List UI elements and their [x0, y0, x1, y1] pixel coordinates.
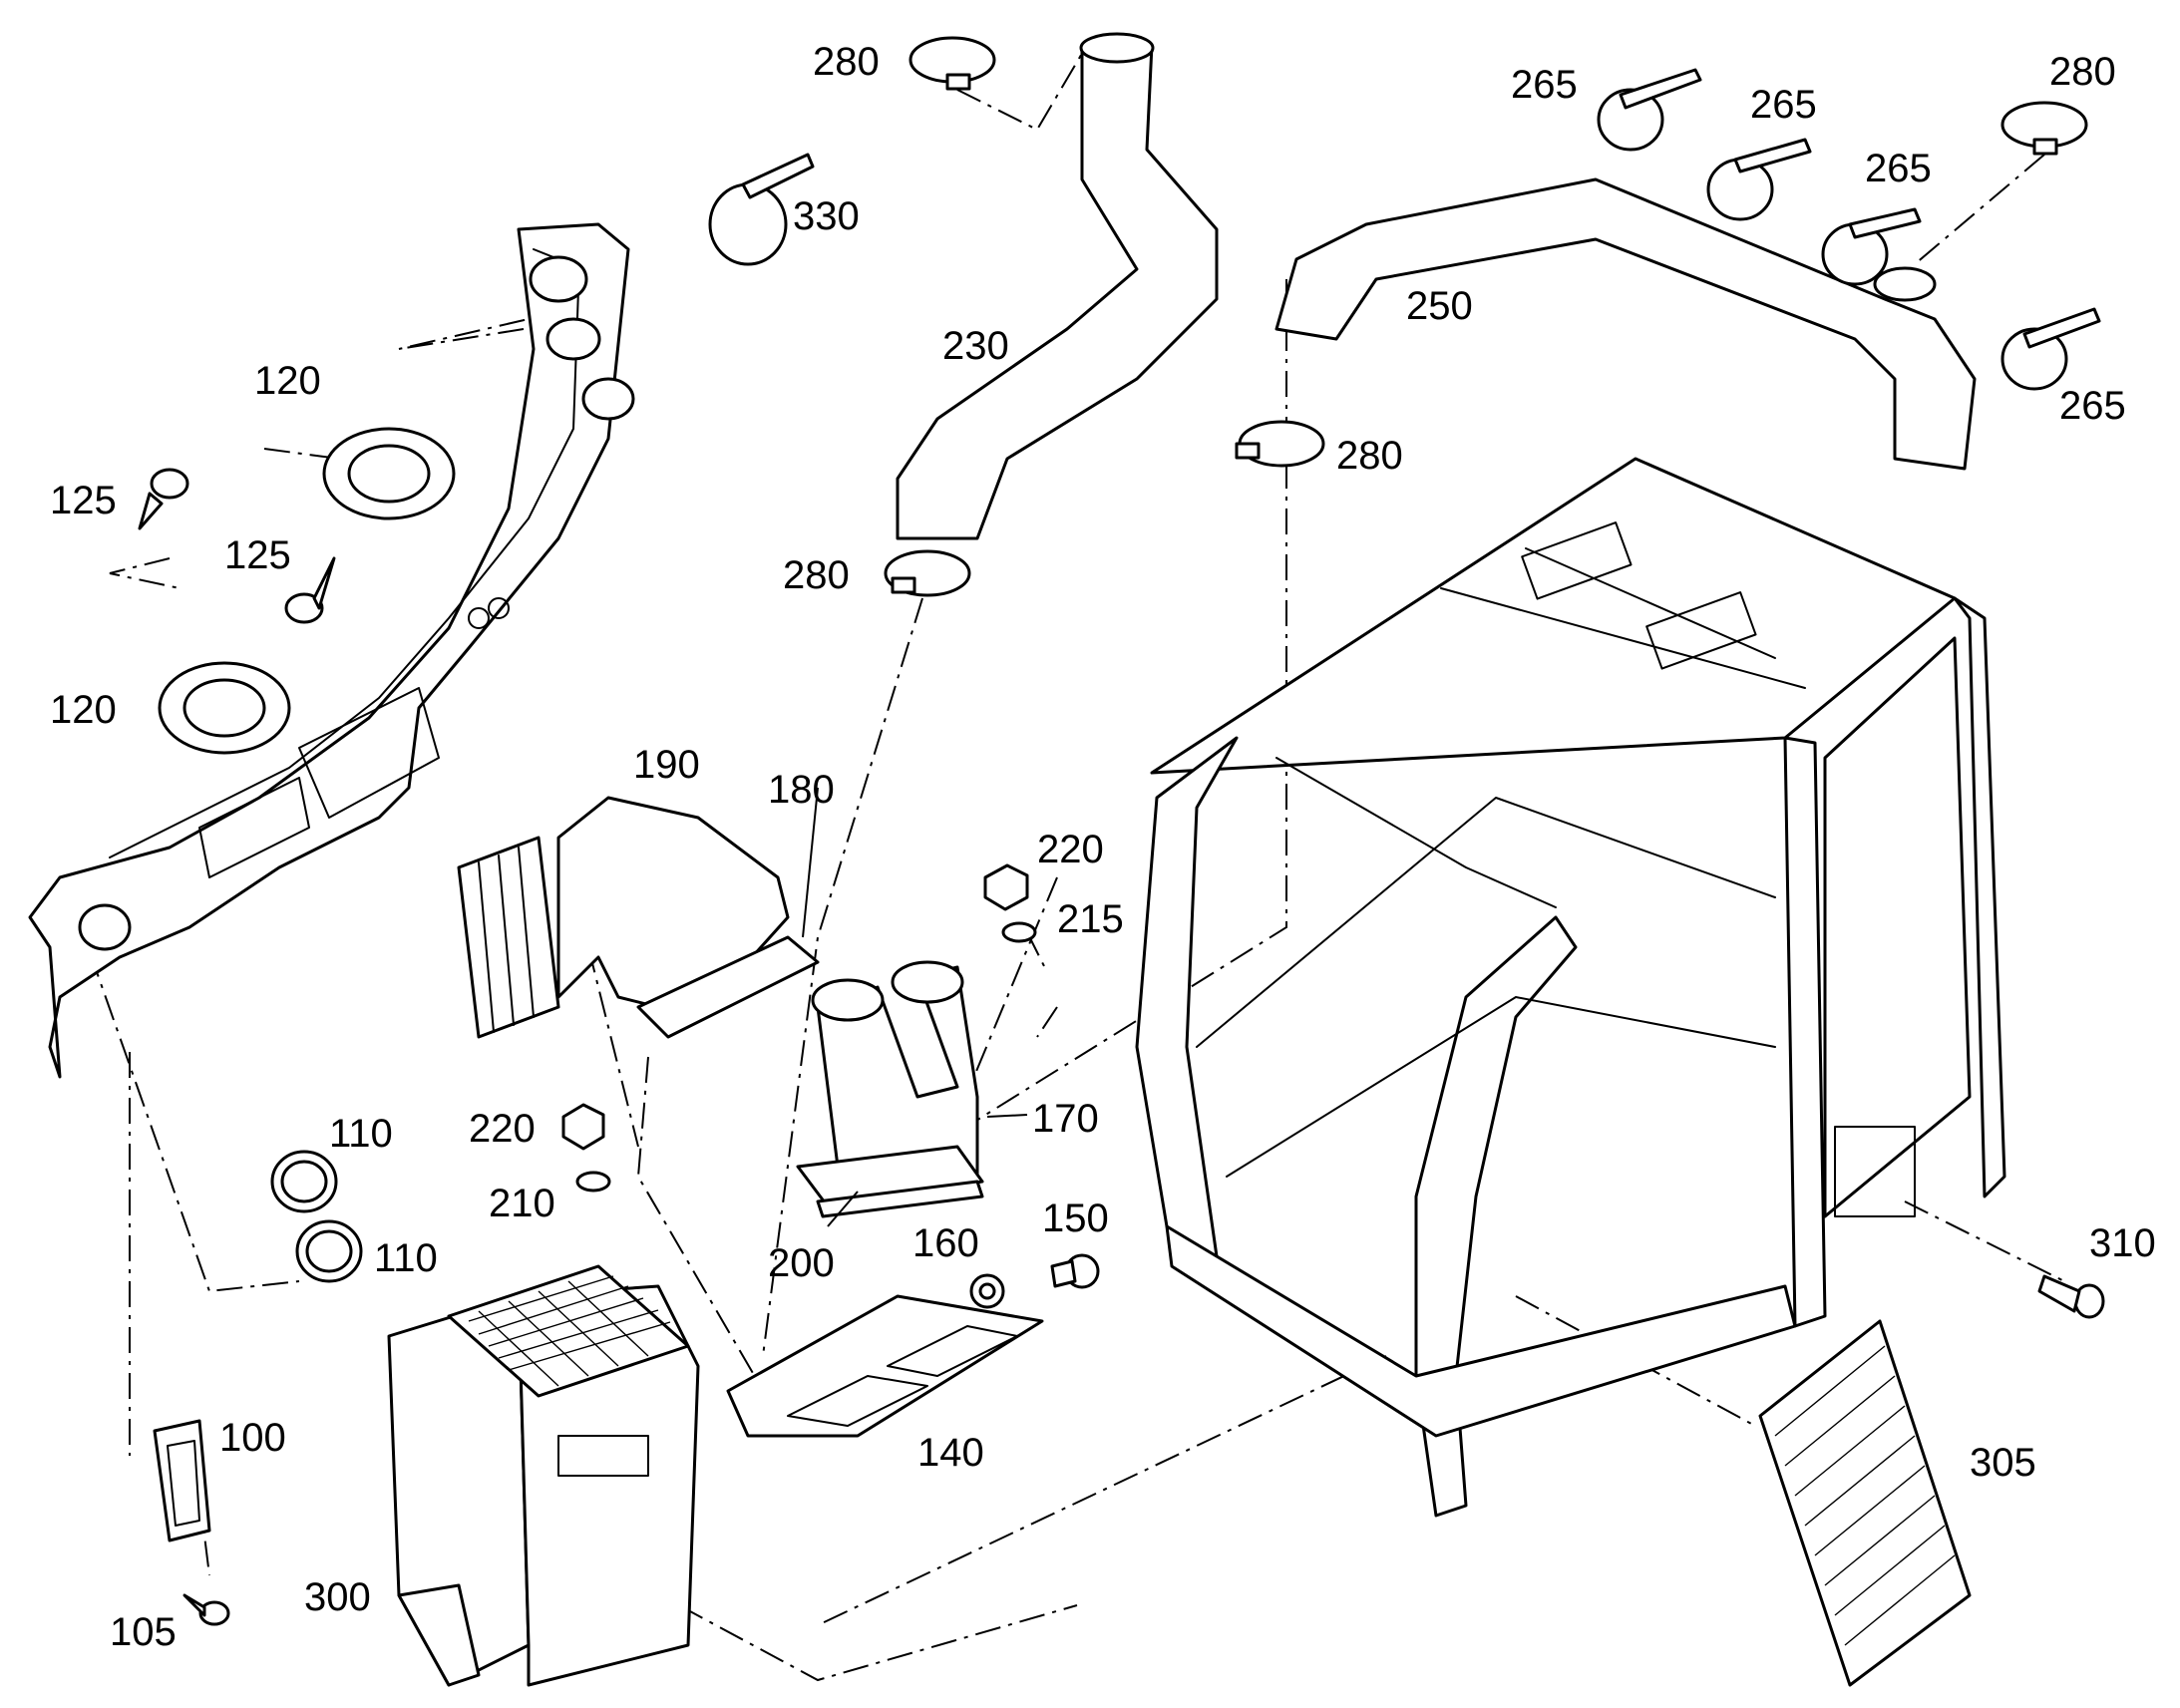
label-230: 230 [942, 324, 1009, 368]
ring-110-lower [295, 1219, 363, 1283]
clamp-280-d [2000, 101, 2088, 156]
label-280: 280 [783, 553, 850, 597]
label-305: 305 [1970, 1441, 2036, 1485]
label-210: 210 [489, 1182, 555, 1225]
label-265: 265 [1750, 83, 1817, 127]
washer-210 [575, 1171, 611, 1193]
part-labels: 120 125 125 120 110 110 100 105 300 190 … [50, 40, 2156, 1654]
label-220: 220 [1037, 828, 1104, 871]
bolt-150 [1050, 1253, 1100, 1289]
label-120: 120 [50, 688, 117, 732]
label-100: 100 [219, 1416, 286, 1460]
clamp-280-b [884, 549, 971, 597]
tie-330 [708, 153, 815, 266]
label-215: 215 [1057, 897, 1124, 941]
tie-265-a [1597, 68, 1702, 152]
label-150: 150 [1042, 1196, 1109, 1240]
nut-220-right [983, 863, 1029, 911]
grille-100 [153, 1419, 211, 1542]
label-200: 200 [768, 1241, 835, 1285]
label-280: 280 [1336, 434, 1403, 478]
label-140: 140 [917, 1431, 984, 1475]
label-110: 110 [374, 1236, 438, 1280]
clamp-280-a [908, 36, 996, 91]
left-air-duct [28, 222, 635, 1079]
label-265: 265 [1865, 147, 1932, 190]
hose-230 [896, 32, 1219, 540]
hose-250 [1274, 177, 1977, 471]
tie-265-c [1821, 207, 1922, 286]
vent-120-upper [322, 427, 456, 520]
label-180: 180 [768, 768, 835, 812]
washer-160 [969, 1273, 1005, 1309]
tie-265-d [2000, 307, 2101, 391]
vent-120-lower [158, 661, 291, 755]
label-265: 265 [1511, 63, 1578, 107]
screw-310 [2037, 1274, 2105, 1319]
label-280: 280 [2049, 50, 2116, 94]
gasket-180 [636, 935, 820, 1039]
washer-215 [1001, 921, 1037, 943]
bellows-duct-190 [457, 796, 790, 1039]
filter-box-300 [387, 1264, 700, 1687]
y-duct-170 [811, 960, 979, 1208]
bracket-140 [726, 1294, 1044, 1438]
label-330: 330 [793, 194, 860, 238]
tie-265-b [1706, 138, 1812, 221]
clamp-280-c [1235, 420, 1325, 468]
label-250: 250 [1406, 284, 1473, 328]
label-120: 120 [254, 359, 321, 403]
label-190: 190 [633, 743, 700, 787]
filter-panel-305 [1758, 1319, 1972, 1687]
screw-105 [182, 1593, 230, 1626]
cab-frame [1135, 457, 2006, 1518]
screw-125-a [138, 468, 189, 530]
label-170: 170 [1032, 1097, 1099, 1141]
screw-125-b [284, 556, 336, 624]
label-300: 300 [304, 1575, 371, 1619]
label-125: 125 [224, 533, 291, 577]
label-110: 110 [329, 1112, 393, 1156]
label-125: 125 [50, 479, 117, 522]
ring-110-upper [270, 1150, 338, 1213]
label-280: 280 [813, 40, 880, 84]
base-plate-200 [796, 1145, 984, 1218]
label-220: 220 [469, 1107, 536, 1151]
label-310: 310 [2089, 1221, 2156, 1265]
nut-220-left [561, 1103, 605, 1151]
label-105: 105 [110, 1610, 177, 1654]
label-160: 160 [912, 1221, 979, 1265]
label-265: 265 [2059, 384, 2126, 428]
label-leaders [802, 787, 1028, 1227]
leader-lines [89, 44, 2065, 1682]
